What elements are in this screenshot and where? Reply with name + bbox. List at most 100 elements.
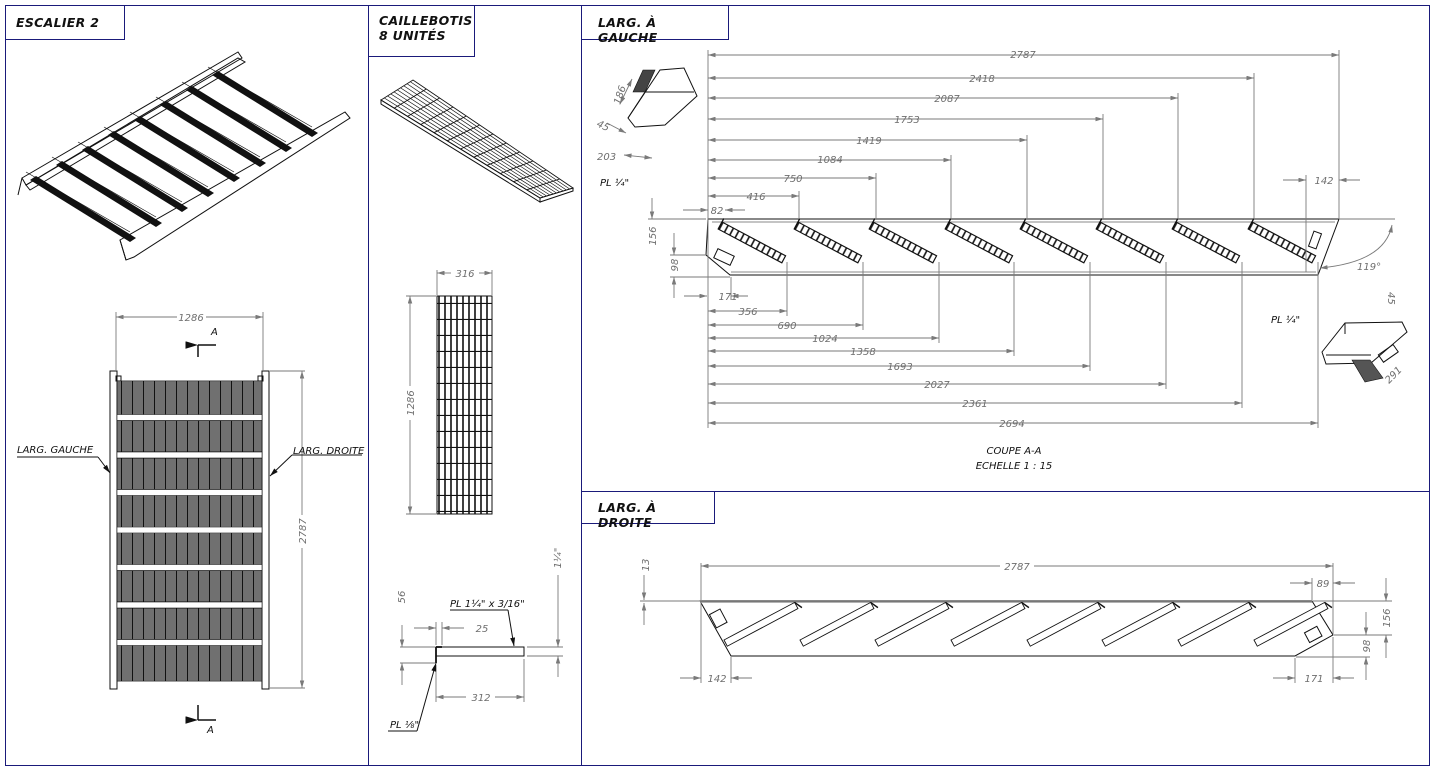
droite-height-dim: 156 [1382, 608, 1393, 627]
gauche-bottom-dim-7: 2361 [962, 399, 987, 410]
droite-lower-dim: 98 [1362, 640, 1373, 653]
gauche-top-dim-8: 82 [711, 206, 724, 217]
caillebotis-section-view [388, 575, 563, 732]
droite-tread [723, 601, 803, 647]
caillebotis-iso-view [380, 79, 575, 203]
gauche-bottom-dim-2: 690 [777, 321, 796, 332]
gauche-top-dim-6: 750 [783, 174, 802, 185]
gauche-tread [1171, 218, 1241, 264]
caillebotis-title: CAILLEBOTIS 8 UNITÉS [368, 5, 475, 57]
grate-cross [433, 115, 467, 134]
grate-cross [460, 133, 494, 150]
escalier-top-view [17, 312, 362, 724]
droite-end-bottom-dim: 171 [1304, 674, 1323, 685]
droite-section-view [640, 563, 1392, 683]
gauche-title: LARG. À GAUCHE [581, 5, 729, 45]
iso-tread [186, 86, 292, 152]
caption-section: COUPE A-A [987, 446, 1042, 457]
caillebotis-title-line2: 8 UNITÉS [379, 28, 446, 43]
caillebotis-thickness-dim: 1¼" [552, 548, 564, 569]
iso-tread [56, 161, 162, 227]
escalier-width-dim: 1286 [178, 313, 203, 324]
gauche-tread [717, 218, 787, 264]
detail-right-dim-2: 291 [1383, 365, 1404, 386]
droite-length-dim: 2787 [1004, 562, 1030, 573]
droite-tread [1101, 601, 1181, 647]
droite-tread [950, 601, 1030, 647]
caillebotis-lip-dim: 25 [476, 624, 489, 635]
droite-title: LARG. À DROITE [581, 491, 715, 530]
escalier-iso-view [17, 51, 351, 261]
gauche-bottom-dim-3: 1024 [812, 334, 837, 345]
caillebotis-length-dim: 1286 [406, 390, 417, 415]
droite-end-offset-dim: 89 [1317, 579, 1330, 590]
gauche-tread [793, 218, 863, 264]
tread-gap [116, 489, 263, 496]
droite-tread [874, 601, 954, 647]
gauche-angle-dim: 119° [1357, 262, 1381, 273]
iso-tread-edge [155, 96, 261, 158]
gauche-lower-dim: 98 [670, 259, 681, 272]
iso-tread [82, 146, 188, 212]
grate-cross [420, 106, 454, 125]
iso-tread-edge [103, 126, 209, 188]
iso-tread [108, 131, 214, 197]
detail-left-dim-2: 45 [595, 119, 611, 134]
detail-right-dim-1: 45 [1385, 292, 1396, 305]
iso-tread-edge [25, 171, 131, 233]
tread-gap [116, 414, 263, 421]
gauche-top-dim-5: 1084 [817, 155, 842, 166]
grate-cross [407, 97, 440, 117]
iso-tread [30, 176, 136, 242]
detail-left-plate: PL ¼" [600, 177, 629, 189]
section-marker-top: A [210, 327, 218, 338]
gauche-top-dim-1: 2418 [969, 74, 994, 85]
gauche-end-offset-dim: 142 [1314, 176, 1333, 187]
droite-tread [799, 601, 879, 647]
tread-gap [116, 601, 263, 609]
detail-right-plate: PL ¼" [1271, 314, 1300, 326]
gauche-bottom-dim-5: 1693 [887, 362, 912, 373]
label-larg-droite: LARG. DROITE [293, 446, 365, 457]
iso-tread-edge [129, 111, 235, 173]
gauche-tread [868, 218, 938, 264]
gauche-bottom-dim-4: 1358 [850, 347, 875, 358]
gauche-bottom-dim-8: 2694 [999, 419, 1024, 430]
droite-top-offset-dim: 13 [641, 559, 652, 572]
panel-droite-frame [581, 491, 1430, 766]
iso-tread-edge [77, 141, 183, 203]
grate-cross [486, 151, 520, 166]
droite-start-offset-dim: 142 [707, 674, 726, 685]
grate-cross [500, 160, 534, 174]
droite-tread [1177, 601, 1257, 647]
gauche-bottom-dim-1: 356 [738, 307, 757, 318]
tread-gap [116, 639, 263, 646]
gauche-top-dim-3: 1753 [894, 115, 919, 126]
grate-cross [447, 124, 480, 142]
tread-gap [116, 564, 263, 571]
detail-left-dim-1: 186 [612, 84, 628, 106]
iso-tread-edge [181, 81, 287, 143]
gauche-bottom-dim-6: 2027 [924, 380, 950, 391]
escalier-length-dim: 2787 [298, 518, 309, 544]
label-plate-nose: PL ⅛" [390, 720, 419, 731]
caillebotis-width-dim: 316 [455, 269, 474, 280]
grate-cross [473, 142, 507, 158]
tread-gap [116, 451, 263, 459]
escalier-title-text: ESCALIER 2 [16, 15, 100, 30]
droite-tread [1253, 601, 1333, 647]
gauche-top-dim-7: 416 [746, 192, 765, 203]
gauche-tread [1095, 218, 1165, 264]
gauche-tread [1019, 218, 1089, 264]
grate-cross [513, 169, 547, 183]
detail-left-dim-3: 203 [597, 152, 616, 163]
gauche-tread [944, 218, 1014, 264]
grate-cross [394, 88, 427, 109]
caillebotis-title-line1: CAILLEBOTIS [379, 13, 473, 28]
iso-tread-edge [207, 66, 313, 128]
droite-tread [1026, 601, 1106, 647]
gauche-tread [1247, 218, 1317, 264]
label-plate-main: PL 1¼" x 3/16" [450, 598, 525, 610]
gauche-bottom-dim-0: 171 [718, 292, 737, 303]
